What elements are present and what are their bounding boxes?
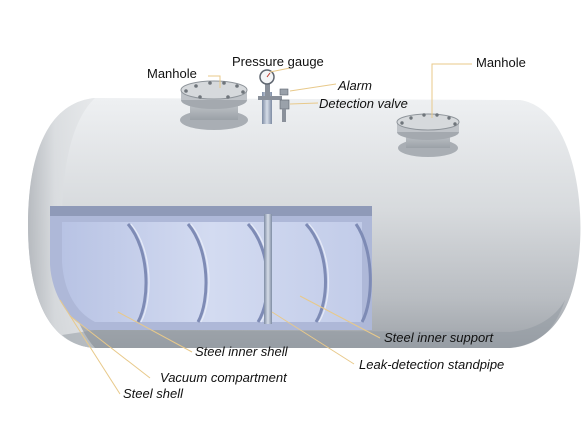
leak-detection-standpipe (262, 92, 272, 324)
bolt (226, 95, 230, 99)
support-ring-highlight (130, 223, 150, 323)
valve-crossbar (258, 96, 282, 100)
standpipe-top (262, 92, 272, 124)
label-manhole-left: Manhole (147, 66, 197, 81)
tank-bottom-shadow (62, 300, 565, 348)
bolt (194, 84, 198, 88)
support-ring-highlight (308, 223, 330, 323)
label-steel-inner-shell: Steel inner shell (195, 344, 289, 359)
bolt (447, 116, 451, 120)
labels: Manhole Pressure gauge Alarm Detection v… (123, 54, 526, 401)
support-ring-highlight (190, 223, 210, 323)
bolt (222, 81, 226, 85)
manhole-right-cover (396, 113, 460, 131)
leader-manhole-left (208, 75, 221, 88)
standpipe-inner (264, 214, 272, 324)
label-leak-detection-standpipe: Leak-detection standpipe (359, 357, 504, 372)
bolt (400, 121, 404, 125)
cutaway-section (50, 206, 372, 330)
bolt (241, 90, 245, 94)
leader-lines (59, 63, 472, 395)
support-ring (304, 222, 327, 323)
inner-support-rings (126, 222, 372, 323)
leader-steel-inner-shell (117, 311, 193, 353)
label-steel-inner-support: Steel inner support (384, 330, 495, 345)
bolt (208, 81, 212, 85)
label-manhole-right: Manhole (476, 55, 526, 70)
leader-detection-valve (289, 102, 319, 105)
manhole-left-cover (180, 80, 248, 100)
leader-steel-shell (59, 299, 121, 395)
valve-pipe (282, 108, 286, 122)
alarm-icon (279, 88, 289, 96)
detection-valve-icon (279, 99, 290, 110)
support-ring (186, 223, 208, 323)
manhole-right (396, 113, 460, 157)
leader-pressure-gauge (269, 67, 291, 73)
label-detection-valve: Detection valve (319, 96, 408, 111)
label-alarm: Alarm (337, 78, 372, 93)
leader-steel-inner-support (299, 295, 381, 339)
bolt (422, 113, 426, 117)
bolt (453, 122, 457, 126)
bolt (409, 116, 413, 120)
leader-leak-detection-standpipe (271, 311, 355, 365)
support-ring (354, 223, 372, 323)
label-steel-shell: Steel shell (123, 386, 184, 401)
manhole-left-bolts (184, 81, 245, 99)
leader-manhole-right (431, 63, 472, 118)
gauge-assembly (258, 69, 290, 122)
gauge-stem (265, 82, 270, 96)
bolt (184, 89, 188, 93)
manhole-left (180, 80, 248, 130)
bolt (435, 113, 439, 117)
cutaway-top-edge (50, 206, 372, 216)
label-pressure-gauge: Pressure gauge (232, 54, 324, 69)
label-vacuum-compartment: Vacuum compartment (160, 370, 288, 385)
steel-inner-shell (62, 222, 362, 322)
gauge-needle (266, 72, 271, 78)
bolt (235, 84, 239, 88)
bolt (198, 95, 202, 99)
leader-vacuum-compartment (69, 315, 151, 379)
manhole-right-bolts (400, 113, 457, 126)
support-ring (126, 223, 148, 323)
leader-alarm (289, 83, 337, 92)
